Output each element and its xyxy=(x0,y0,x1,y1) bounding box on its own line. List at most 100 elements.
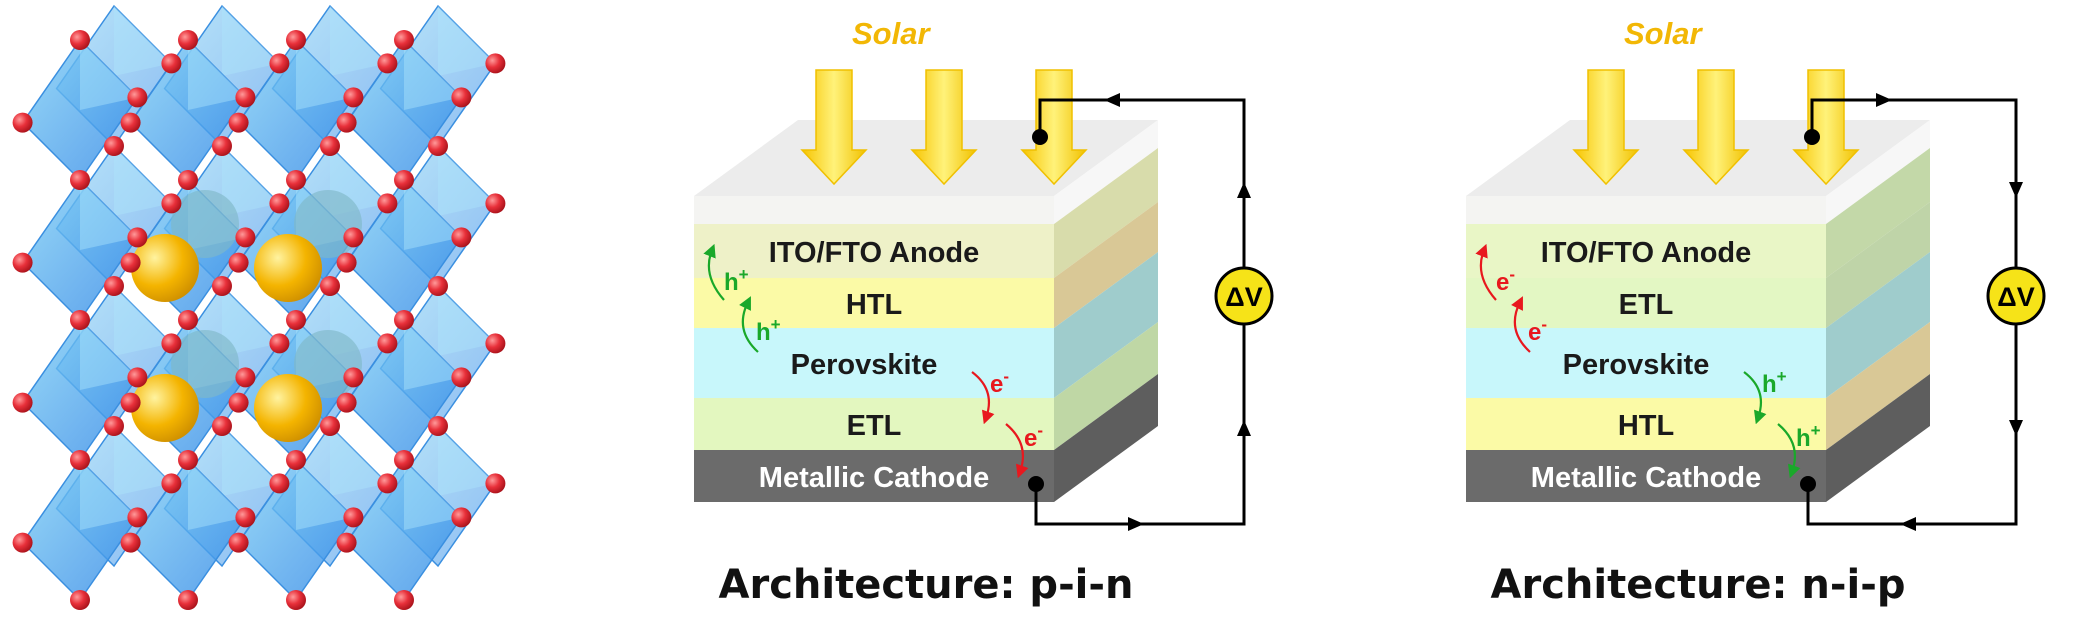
octahedron-facet xyxy=(80,180,138,250)
layer-label: ITO/FTO Anode xyxy=(769,237,980,269)
charge-label: e- xyxy=(990,367,1009,398)
sunlight-arrow xyxy=(1572,69,1640,186)
halide-atom xyxy=(377,333,398,354)
layer-label: Perovskite xyxy=(1563,349,1710,381)
octahedron-facet xyxy=(404,320,462,390)
layer-front xyxy=(694,450,1054,502)
halide-atom xyxy=(286,450,306,470)
halide-atom xyxy=(70,30,90,50)
layer-front xyxy=(694,224,1054,278)
layer-label: ITO/FTO Anode xyxy=(1541,237,1752,269)
layer-side xyxy=(1054,252,1158,398)
halide-atom xyxy=(70,310,90,330)
sunlight-arrow xyxy=(910,69,978,186)
halide-atom xyxy=(235,367,256,388)
cation-sphere xyxy=(254,374,322,442)
halide-atom xyxy=(343,367,364,388)
halide-atom xyxy=(228,532,249,553)
layer-label: Metallic Cathode xyxy=(759,462,989,494)
charge-label: e- xyxy=(1528,315,1547,346)
current-direction-arrow xyxy=(1237,182,1251,198)
perovskite-crystal-structure xyxy=(12,4,506,610)
halide-atom xyxy=(377,193,398,214)
halide-atom xyxy=(178,450,198,470)
halide-atom xyxy=(178,310,198,330)
halide-atom xyxy=(377,53,398,74)
halide-atom xyxy=(269,333,290,354)
halide-atom xyxy=(451,367,472,388)
current-direction-arrow xyxy=(1876,93,1892,107)
halide-atom xyxy=(394,590,414,610)
layer-front xyxy=(694,328,1054,398)
halide-atom xyxy=(320,136,340,156)
layer-label: HTL xyxy=(1618,410,1674,442)
architecture-caption: Architecture: n-i-p xyxy=(1491,562,1906,608)
halide-atom xyxy=(120,112,141,133)
charge-label: h+ xyxy=(724,265,749,296)
halide-atom xyxy=(394,310,414,330)
halide-atom xyxy=(12,392,33,413)
sunlight-arrow xyxy=(1682,69,1750,186)
glass-front-face xyxy=(694,196,1054,224)
layer-side xyxy=(1826,252,1930,398)
halide-atom xyxy=(286,310,306,330)
halide-atom xyxy=(120,252,141,273)
halide-atom xyxy=(343,507,364,528)
glass-side-face xyxy=(1826,120,1930,224)
layer-side xyxy=(1054,322,1158,450)
halide-atom xyxy=(212,276,232,296)
charge-label: e- xyxy=(1024,421,1043,452)
layer-label: ETL xyxy=(1619,289,1674,321)
halide-atom xyxy=(212,416,232,436)
solar-label: Solar xyxy=(852,16,931,51)
halide-atom xyxy=(269,53,290,74)
halide-atom xyxy=(127,87,148,108)
voltmeter-label: ΔV xyxy=(1997,282,2034,312)
halide-atom xyxy=(127,367,148,388)
octahedron-facet xyxy=(222,146,280,216)
layer-side xyxy=(1054,202,1158,328)
octahedron-facet xyxy=(114,426,172,496)
halide-atom xyxy=(336,392,357,413)
sunlight-arrow xyxy=(800,69,868,186)
halide-atom xyxy=(235,87,256,108)
halide-atom xyxy=(12,252,33,273)
layer-label: Metallic Cathode xyxy=(1531,462,1761,494)
layer-front xyxy=(1466,278,1826,328)
octahedron-facet xyxy=(438,146,496,216)
halide-atom xyxy=(212,136,232,156)
octahedron-facet xyxy=(188,40,246,110)
current-direction-arrow xyxy=(1900,517,1916,531)
cation-sphere-back xyxy=(171,190,239,258)
charge-label: h+ xyxy=(756,315,781,346)
cation-sphere xyxy=(131,234,199,302)
halide-atom xyxy=(451,227,472,248)
halide-atom xyxy=(451,87,472,108)
charge-transport-arrow xyxy=(1743,371,1767,425)
cation-sphere-back xyxy=(171,330,239,398)
halide-atom xyxy=(286,30,306,50)
halide-atom xyxy=(336,112,357,133)
cation-sphere xyxy=(131,374,199,442)
halide-atom xyxy=(120,392,141,413)
halide-atom xyxy=(269,473,290,494)
current-direction-arrow xyxy=(2009,182,2023,198)
octahedron-facet xyxy=(330,6,388,76)
layer-side xyxy=(1826,322,1930,450)
octahedron-facet xyxy=(222,286,280,356)
charge-transport-arrow xyxy=(703,243,725,301)
charge-transport-arrow xyxy=(1777,423,1801,479)
halide-atom xyxy=(104,276,124,296)
halide-atom xyxy=(394,450,414,470)
halide-atom xyxy=(70,170,90,190)
halide-atom xyxy=(320,276,340,296)
octahedron-facet xyxy=(438,426,496,496)
halide-atom xyxy=(286,590,306,610)
halide-atom xyxy=(127,507,148,528)
current-direction-arrow xyxy=(1128,517,1144,531)
layer-side xyxy=(1054,148,1158,278)
voltmeter xyxy=(1986,266,2046,326)
layer-front xyxy=(694,278,1054,328)
layer-side xyxy=(1054,374,1158,502)
